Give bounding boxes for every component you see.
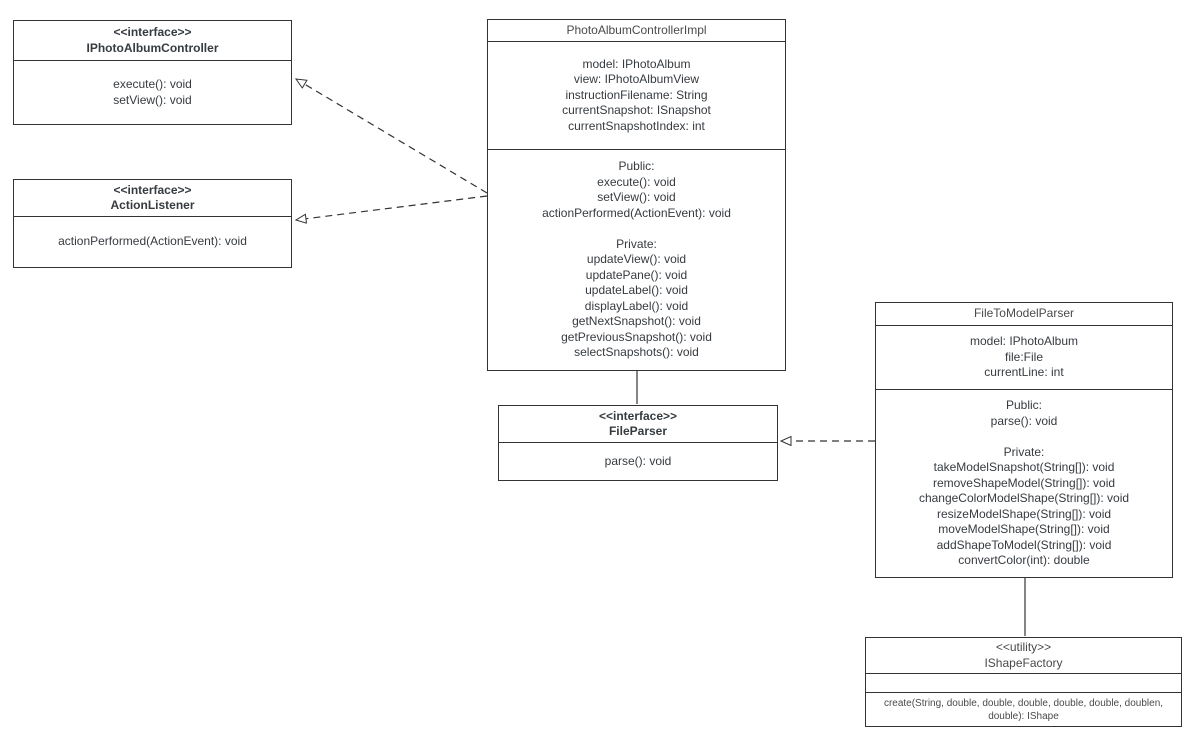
member-line: Public: [618, 159, 655, 174]
member-line: execute(): void [113, 77, 192, 91]
class-name-label: PhotoAlbumControllerImpl [566, 22, 707, 37]
class-name-label: IPhotoAlbumController [86, 40, 219, 55]
class-header: <<interface>> IPhotoAlbumController [14, 21, 291, 60]
member-line: setView(): void [113, 92, 192, 107]
class-fileparser: <<interface>> FileParser parse(): void [498, 405, 778, 481]
member-line: changeColorModelShape(String[]): void [918, 491, 1130, 506]
realization-impl-to-iphotoalbumcontroller [296, 79, 488, 194]
class-actionlistener: <<interface>> ActionListener actionPerfo… [13, 179, 292, 268]
member-line: setView(): void [597, 190, 676, 205]
class-header: <<interface>> FileParser [499, 406, 777, 442]
member-line: model: IPhotoAlbum [969, 334, 1079, 349]
stereotype-label: <<utility>> [995, 640, 1052, 654]
member-line: actionPerformed(ActionEvent): void [58, 234, 247, 249]
member-line: moveModelShape(String[]): void [938, 522, 1110, 537]
member-line: resizeModelShape(String[]): void [936, 506, 1112, 521]
class-ishapefactory: <<utility>> IShapeFactory create(String,… [865, 637, 1182, 727]
member-line: view: IPhotoAlbumView [573, 72, 700, 87]
member-line: updateLabel(): void [585, 283, 688, 298]
class-iphotoalbumcontroller: <<interface>> IPhotoAlbumController exec… [13, 20, 292, 125]
stereotype-label: <<interface>> [598, 408, 678, 423]
member-line: addShapeToModel(String[]): void [936, 537, 1112, 552]
member-line: parse(): void [990, 413, 1058, 428]
member-line: getNextSnapshot(): void [572, 314, 701, 329]
member-line: create(String, double, double, double, d… [883, 697, 1164, 722]
member-line: Private: [1003, 444, 1045, 459]
class-name-label: IShapeFactory [984, 655, 1063, 670]
member-line: instructionFilename: String [565, 87, 708, 102]
member-line: currentLine: int [984, 365, 1064, 380]
member-line: updatePane(): void [585, 267, 688, 282]
empty-fields-compartment [866, 673, 1181, 692]
member-line: actionPerformed(ActionEvent): void [542, 205, 731, 220]
class-photoalbumcontrollerimpl: PhotoAlbumControllerImpl model: IPhotoAl… [487, 19, 786, 371]
member-line: Private: [616, 236, 657, 251]
class-name-label: ActionListener [110, 198, 195, 212]
member-line: takeModelSnapshot(String[]): void [933, 460, 1115, 475]
member-line: file:File [1004, 349, 1043, 364]
member-line: Public: [1005, 398, 1043, 413]
member-line: currentSnapshotIndex: int [568, 118, 705, 133]
members-compartment: actionPerformed(ActionEvent): void [14, 216, 291, 267]
member-line: convertColor(int): double [958, 553, 1090, 568]
member-line: execute(): void [597, 174, 676, 189]
class-header: <<interface>> ActionListener [14, 180, 291, 216]
member-line: getPreviousSnapshot(): void [561, 329, 712, 344]
members-compartment: parse(): void [499, 442, 777, 480]
realization-impl-to-actionlistener [296, 195, 488, 220]
member-line: removeShapeModel(String[]): void [932, 475, 1116, 490]
class-name-label: FileToModelParser [973, 306, 1075, 321]
class-name-label: FileParser [608, 424, 668, 438]
member-line: displayLabel(): void [584, 298, 689, 313]
class-header: <<utility>> IShapeFactory [866, 638, 1181, 673]
members-compartment: create(String, double, double, double, d… [866, 692, 1181, 726]
member-line: model: IPhotoAlbum [582, 56, 691, 71]
member-line: parse(): void [604, 453, 672, 468]
stereotype-label: <<interface>> [113, 25, 192, 39]
stereotype-label: <<interface>> [113, 182, 192, 197]
class-header: PhotoAlbumControllerImpl [488, 20, 785, 41]
class-header: FileToModelParser [876, 303, 1172, 325]
member-line: selectSnapshots(): void [574, 345, 699, 360]
member-line: currentSnapshot: ISnapshot [562, 103, 711, 118]
member-line: updateView(): void [586, 252, 687, 267]
